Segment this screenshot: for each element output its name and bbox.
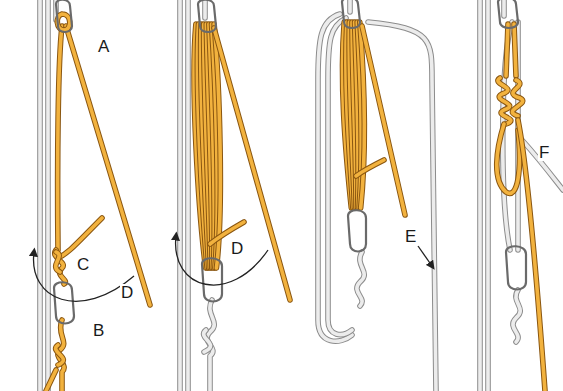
rope-outline [503, 22, 512, 250]
rope-outline [485, 0, 491, 391]
carabiner [506, 246, 526, 289]
knot [46, 345, 63, 391]
rotation-arrow [34, 252, 134, 301]
rope-outline [56, 252, 60, 272]
rope-coil [360, 22, 365, 208]
rope-outline [501, 0, 507, 16]
carabiner [202, 258, 222, 301]
rope [478, 0, 482, 391]
rope [514, 24, 516, 76]
rope-outline [497, 124, 520, 193]
carabiner [198, 0, 216, 32]
rope-outline [45, 0, 51, 391]
rope [186, 0, 190, 391]
rope-outline [506, 24, 508, 76]
carabiner [54, 282, 74, 323]
knot [56, 252, 60, 272]
rope [506, 24, 508, 76]
rope [503, 22, 512, 250]
rope [502, 0, 506, 16]
rope-outline [66, 26, 150, 305]
loop [497, 124, 520, 193]
rope-outline [362, 26, 405, 215]
rope-outline [514, 24, 516, 76]
carabiner [348, 210, 366, 251]
rope [178, 0, 182, 391]
rope [58, 26, 62, 250]
callout-letter: D [120, 284, 134, 301]
rope [203, 0, 207, 18]
rope-outline [46, 345, 63, 391]
pull-arrow [418, 246, 432, 266]
rope [348, 0, 352, 12]
rope [486, 0, 490, 391]
callout-letter: C [76, 256, 90, 273]
callout-letter: A [97, 38, 110, 55]
rope-outline [185, 0, 191, 391]
rotation-arrow [176, 236, 268, 285]
callout-letter: E [404, 228, 417, 245]
callout-letter: D [230, 240, 244, 257]
rope [214, 28, 290, 300]
rope-outline [357, 252, 364, 306]
knot [498, 78, 511, 124]
rope [46, 0, 50, 391]
rope-outline [360, 22, 365, 208]
callout-letter: F [538, 144, 550, 161]
rope-outline [512, 80, 522, 116]
rope-outline [214, 24, 220, 268]
rope-outline [204, 330, 211, 352]
rope-outline [58, 26, 62, 250]
rope-outline [513, 290, 520, 342]
rope [38, 0, 42, 391]
rope-outline [202, 0, 208, 18]
knot [513, 290, 520, 342]
knot [55, 218, 102, 284]
rope [362, 26, 405, 215]
rope-outline [498, 78, 511, 124]
rope-outline [177, 0, 183, 391]
rope-outline [347, 0, 353, 12]
carabiner [342, 0, 360, 28]
callout-letter: B [92, 322, 105, 339]
rope-outline [356, 160, 384, 176]
rope-outline [477, 0, 483, 391]
rope [356, 160, 384, 176]
knot [357, 252, 364, 306]
knot [512, 80, 522, 116]
carabiner [498, 0, 518, 28]
rope-outline [55, 218, 102, 284]
carabiner [56, 0, 72, 32]
knot [204, 330, 211, 352]
rope-outline [214, 28, 290, 300]
rope-coil [214, 24, 220, 268]
rope [66, 26, 150, 305]
rope-outline [37, 0, 43, 391]
